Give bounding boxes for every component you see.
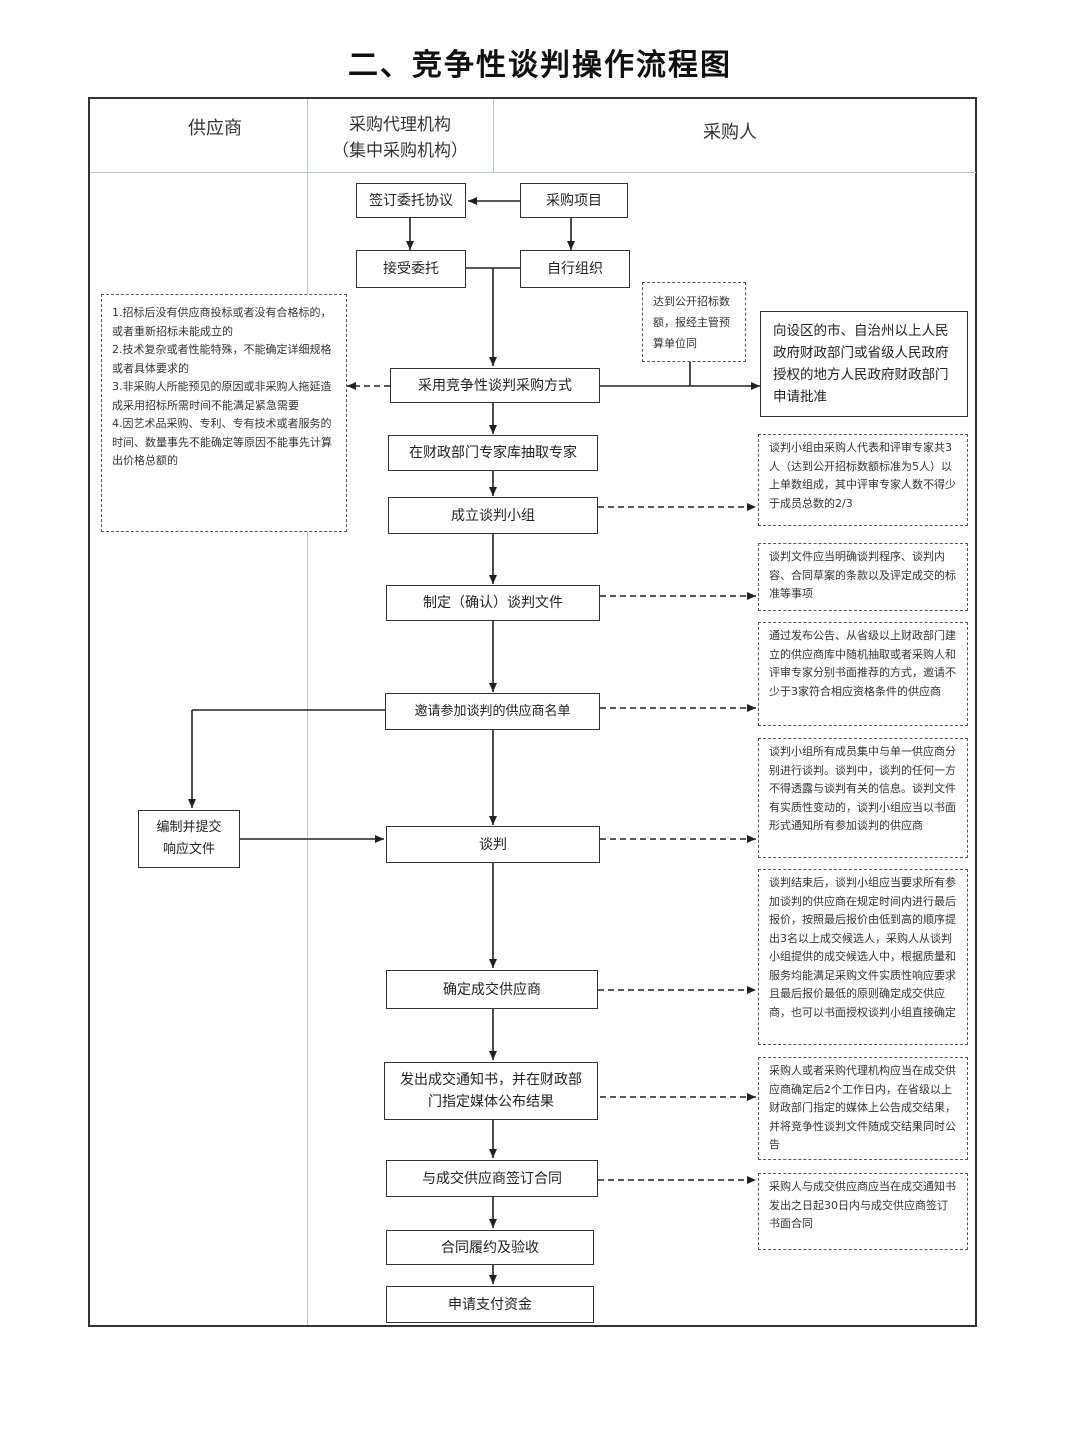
- step-extract-experts[interactable]: 在财政部门专家库抽取专家: [388, 435, 598, 471]
- step-sign-contract[interactable]: 与成交供应商签订合同: [386, 1160, 598, 1197]
- step-compile-response-line2: 响应文件: [162, 842, 215, 857]
- lane-header-purchaser: 采购人: [703, 122, 757, 143]
- step-perform-accept[interactable]: 合同履约及验收: [386, 1230, 594, 1265]
- page-title: 二、竞争性谈判操作流程图: [348, 48, 732, 83]
- step-negotiate[interactable]: 谈判: [386, 826, 600, 863]
- note-final-quote: 谈判结束后，谈判小组应当要求所有参加谈判的供应商在规定时间内进行最后报价，按照最…: [758, 869, 968, 1045]
- note-approval: 向设区的市、自治州以上人民政府财政部门或省级人民政府授权的地方人民政府财政部门申…: [760, 311, 968, 417]
- lane-divider-left: [307, 99, 308, 1325]
- note-conditions: 1.招标后没有供应商投标或者没有合格标的，或者重新招标未能成立的 2.技术复杂或…: [101, 294, 347, 532]
- note-condition-3: 3.非采购人所能预见的原因或非采购人拖延造成采用招标所需时间不能满足紧急需要: [112, 380, 332, 412]
- step-prepare-docs[interactable]: 制定（确认）谈判文件: [386, 585, 600, 621]
- note-condition-1: 1.招标后没有供应商投标或者没有合格标的，或者重新招标未能成立的: [112, 306, 332, 338]
- step-purchase-project[interactable]: 采购项目: [520, 183, 628, 218]
- lane-header-agency-line1: 采购代理机构: [349, 115, 451, 135]
- note-threshold: 达到公开招标数额，报经主管预算单位同: [642, 282, 746, 362]
- note-invite-method: 通过发布公告、从省级以上财政部门建立的供应商库中随机抽取或者采购人和评审专家分别…: [758, 622, 968, 726]
- lane-header-supplier: 供应商: [188, 118, 242, 139]
- lane-divider-right: [493, 99, 494, 172]
- step-compile-response[interactable]: 编制并提交 响应文件: [138, 810, 240, 868]
- lane-header-agency-line2: （集中采购机构）: [332, 141, 468, 161]
- lane-header-agency: 采购代理机构 （集中采购机构）: [315, 112, 485, 164]
- step-issue-notice[interactable]: 发出成交通知书，并在财政部 门指定媒体公布结果: [384, 1062, 598, 1120]
- note-publish-result: 采购人或者采购代理机构应当在成交供应商确定后2个工作日内，在省级以上财政部门指定…: [758, 1057, 968, 1160]
- step-issue-notice-line2: 门指定媒体公布结果: [428, 1094, 554, 1110]
- note-condition-4: 4.因艺术品采购、专利、专有技术或者服务的时间、数量事先不能确定等原因不能事先计…: [112, 417, 332, 467]
- note-condition-2: 2.技术复杂或者性能特殊，不能确定详细规格或者具体要求的: [112, 343, 332, 375]
- header-divider: [90, 172, 976, 173]
- note-contract-deadline: 采购人与成交供应商应当在成交通知书发出之日起30日内与成交供应商签订书面合同: [758, 1173, 968, 1250]
- step-issue-notice-line1: 发出成交通知书，并在财政部: [400, 1072, 582, 1088]
- note-team-composition: 谈判小组由采购人代表和评审专家共3人（达到公开招标数额标准为5人）以上单数组成，…: [758, 434, 968, 526]
- step-form-team[interactable]: 成立谈判小组: [388, 497, 598, 534]
- step-invite-list[interactable]: 邀请参加谈判的供应商名单: [385, 693, 600, 730]
- note-negotiate-rules: 谈判小组所有成员集中与单一供应商分别进行谈判。谈判中，谈判的任何一方不得透露与谈…: [758, 738, 968, 858]
- step-self-organize[interactable]: 自行组织: [520, 250, 630, 288]
- step-accept-entrust[interactable]: 接受委托: [356, 250, 466, 288]
- note-doc-requirements: 谈判文件应当明确谈判程序、谈判内容、合同草案的条款以及评定成交的标准等事项: [758, 543, 968, 611]
- flowchart-frame: [88, 97, 977, 1327]
- step-compile-response-line1: 编制并提交: [156, 820, 222, 835]
- step-sign-agreement[interactable]: 签订委托协议: [356, 183, 466, 218]
- step-apply-payment[interactable]: 申请支付资金: [386, 1286, 594, 1323]
- step-determine-supplier[interactable]: 确定成交供应商: [386, 970, 598, 1009]
- step-adopt-method[interactable]: 采用竞争性谈判采购方式: [390, 368, 600, 403]
